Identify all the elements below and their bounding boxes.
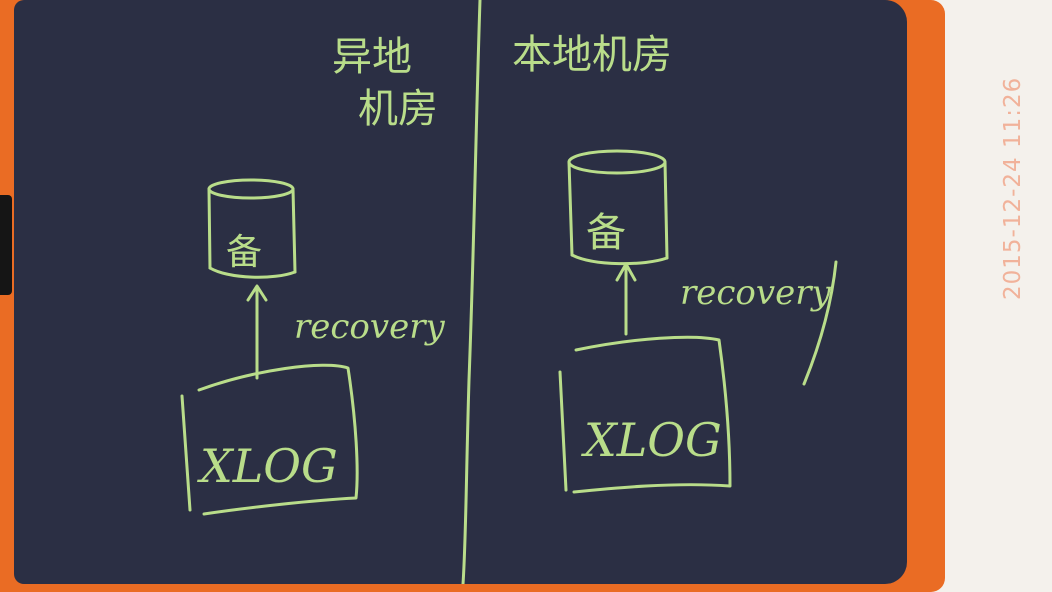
- left-heading-line2: 机房: [358, 86, 438, 132]
- right-recovery-label: recovery: [680, 273, 831, 313]
- left-recovery-label: recovery: [294, 307, 445, 347]
- right-xlog-box: [558, 335, 732, 494]
- left-db-label: 备: [226, 232, 262, 273]
- drawing-board: 异地 机房 备 recovery XLOG 本地机房: [14, 0, 907, 584]
- left-panel: 异地 机房 备 recovery XLOG: [180, 34, 445, 516]
- left-heading-line1: 异地: [332, 34, 412, 80]
- right-recovery-arrow: [615, 262, 637, 336]
- board-clip: [0, 195, 12, 295]
- left-standby-db-icon: 备: [207, 178, 297, 279]
- divider-line: [461, 0, 482, 584]
- right-standby-db-icon: 备: [567, 149, 669, 266]
- right-recovery-flourish: [802, 260, 838, 386]
- right-xlog-label: XLOG: [581, 413, 722, 467]
- board-drawing: 异地 机房 备 recovery XLOG 本地机房: [180, 0, 838, 584]
- left-xlog-label: XLOG: [197, 439, 338, 493]
- left-xlog-box: [180, 363, 359, 516]
- right-heading: 本地机房: [512, 32, 672, 78]
- right-db-label: 备: [586, 210, 626, 256]
- right-panel: 本地机房 备 recovery XLOG: [512, 32, 838, 494]
- photo-timestamp: 2015-12-24 11:26: [1000, 76, 1026, 300]
- left-recovery-arrow: [246, 284, 268, 380]
